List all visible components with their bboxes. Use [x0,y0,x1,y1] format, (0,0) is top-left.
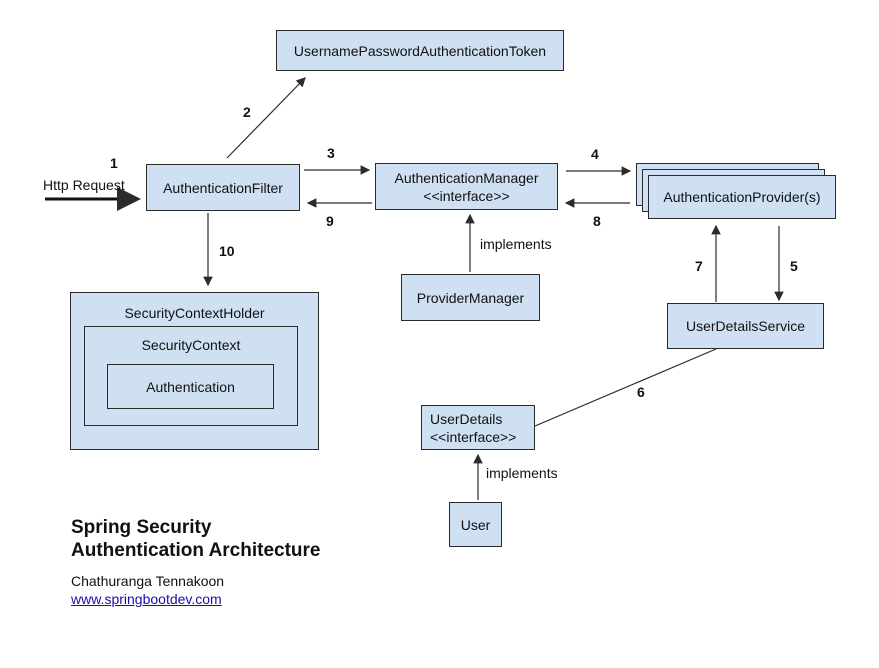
step-6-number: 6 [637,384,645,400]
authentication-filter-label: AuthenticationFilter [163,179,283,196]
diagram-title-line2: Authentication Architecture [71,540,321,561]
authentication-provider-label: AuthenticationProvider(s) [663,189,821,205]
username-password-token-label: UsernamePasswordAuthenticationToken [293,42,547,59]
step-4-number: 4 [591,146,599,162]
username-password-token-box: UsernamePasswordAuthenticationToken [276,30,564,71]
website-link[interactable]: www.springbootdev.com [71,591,222,607]
step-1-number: 1 [110,155,118,171]
implements-label-userdetails: implements [486,465,558,481]
step-3-number: 3 [327,145,335,161]
line-step-6 [534,348,717,427]
user-details-service-label: UserDetailsService [685,318,806,334]
step-8-number: 8 [593,213,601,229]
user-details-stereotype: <<interface>> [430,428,517,445]
authentication-label: Authentication [146,378,235,395]
user-details-box: UserDetails <<interface>> [421,405,535,450]
http-request-label: Http Request [43,177,125,193]
user-box: User [449,502,502,547]
authentication-filter-box: AuthenticationFilter [146,164,300,211]
implements-label-manager: implements [480,236,552,252]
security-context-holder-label: SecurityContextHolder [124,305,265,321]
authentication-manager-stereotype: <<interface>> [423,187,510,204]
step-2-number: 2 [243,104,251,120]
authentication-provider-box: AuthenticationProvider(s) [648,175,836,219]
step-7-number: 7 [695,258,703,274]
user-label: User [460,516,491,533]
authentication-manager-box: AuthenticationManager <<interface>> [375,163,558,210]
authentication-box: Authentication [107,364,274,409]
provider-manager-label: ProviderManager [416,289,525,306]
user-details-service-box: UserDetailsService [667,303,824,349]
user-details-label: UserDetails [430,410,503,427]
diagram-title: Spring Security Authentication Architect… [71,516,321,562]
step-5-number: 5 [790,258,798,274]
step-10-number: 10 [219,243,235,259]
author-name: Chathuranga Tennakoon [71,573,225,589]
step-9-number: 9 [326,213,334,229]
provider-manager-box: ProviderManager [401,274,540,321]
security-context-label: SecurityContext [141,337,241,353]
authentication-manager-label: AuthenticationManager [394,169,539,186]
arrow-step-2 [226,77,306,159]
diagram-title-line1: Spring Security [71,517,212,538]
